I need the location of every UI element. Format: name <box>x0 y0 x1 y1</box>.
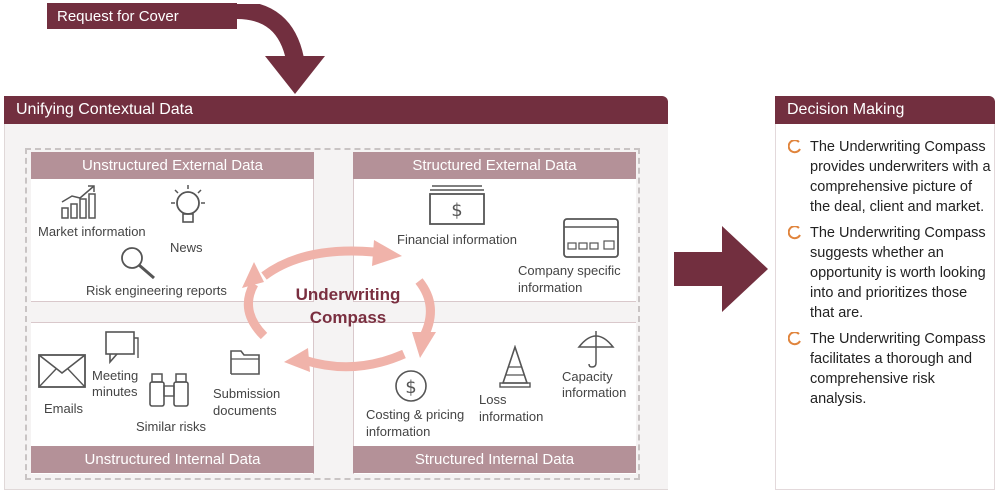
banknote-icon: $ <box>429 185 485 225</box>
decision-list: The Underwriting Compass provides underw… <box>786 137 991 415</box>
costing-pricing-label: Costing & pricing <box>366 407 465 422</box>
risk-engineering-reports-label: Risk engineering reports <box>86 283 227 298</box>
similar-risks-label: Similar risks <box>136 419 207 434</box>
structured-external-title: Structured External Data <box>353 152 636 179</box>
emails-label: Emails <box>44 401 84 416</box>
decision-point-text: The Underwriting Compass facilitates a t… <box>810 331 986 407</box>
loss-label: Loss <box>479 392 507 407</box>
decision-point-text: The Underwriting Compass suggests whethe… <box>810 225 986 321</box>
chat-bubbles-icon <box>105 331 139 364</box>
company-specific-label: Company specific <box>518 263 621 278</box>
bullet-icon <box>788 226 801 240</box>
unifying-header: Unifying Contextual Data <box>4 96 668 124</box>
structured-internal-title: Structured Internal Data <box>353 446 636 473</box>
umbrella-icon <box>577 331 615 368</box>
cycle-line-1: Underwriting <box>295 285 401 304</box>
cycle-line-2: Compass <box>309 308 387 327</box>
submission-label: Submission <box>213 386 281 401</box>
news-label: News <box>170 240 203 255</box>
cone-icon <box>499 345 531 388</box>
capacity-information-label: information <box>562 385 627 400</box>
financial-information-label: Financial information <box>397 232 517 247</box>
request-for-cover-label: Request for Cover <box>47 3 237 29</box>
right-arrow <box>674 226 768 312</box>
lightbulb-icon <box>171 185 205 223</box>
curved-down-arrow <box>236 4 325 94</box>
binoculars-icon <box>149 373 189 407</box>
dashed-frame <box>25 148 640 480</box>
minutes-label: minutes <box>92 384 138 399</box>
underwriting-compass-title: Underwriting Compass <box>268 283 428 329</box>
meeting-label: Meeting <box>92 368 139 383</box>
costing-pricing-label-2: information <box>366 424 431 439</box>
decision-point: The Underwriting Compass facilitates a t… <box>786 329 991 409</box>
loss-information-label: information <box>479 409 544 424</box>
capacity-label: Capacity <box>562 369 613 384</box>
decision-making-header: Decision Making <box>775 96 995 124</box>
unstructured-external-title: Unstructured External Data <box>31 152 314 179</box>
cycle-arrows <box>242 240 436 372</box>
credit-card-icon <box>563 218 619 258</box>
folder-icon <box>230 350 260 375</box>
chart-icon <box>61 185 96 219</box>
svg-text:$: $ <box>405 377 416 398</box>
svg-text:$: $ <box>451 200 462 221</box>
decision-making-panel <box>775 124 995 490</box>
market-information-label: Market information <box>38 224 146 239</box>
unstructured-internal-title: Unstructured Internal Data <box>31 446 314 473</box>
documents-label: documents <box>213 403 277 418</box>
decision-point: The Underwriting Compass provides underw… <box>786 137 991 217</box>
bullet-icon <box>788 332 801 346</box>
dollar-coin-icon: $ <box>395 370 427 402</box>
decision-point-text: The Underwriting Compass provides underw… <box>810 139 991 215</box>
magnifier-icon <box>121 247 155 280</box>
bullet-icon <box>788 140 801 154</box>
decision-point: The Underwriting Compass suggests whethe… <box>786 223 991 323</box>
company-specific-label-2: information <box>518 280 583 295</box>
envelope-icon <box>38 354 86 388</box>
